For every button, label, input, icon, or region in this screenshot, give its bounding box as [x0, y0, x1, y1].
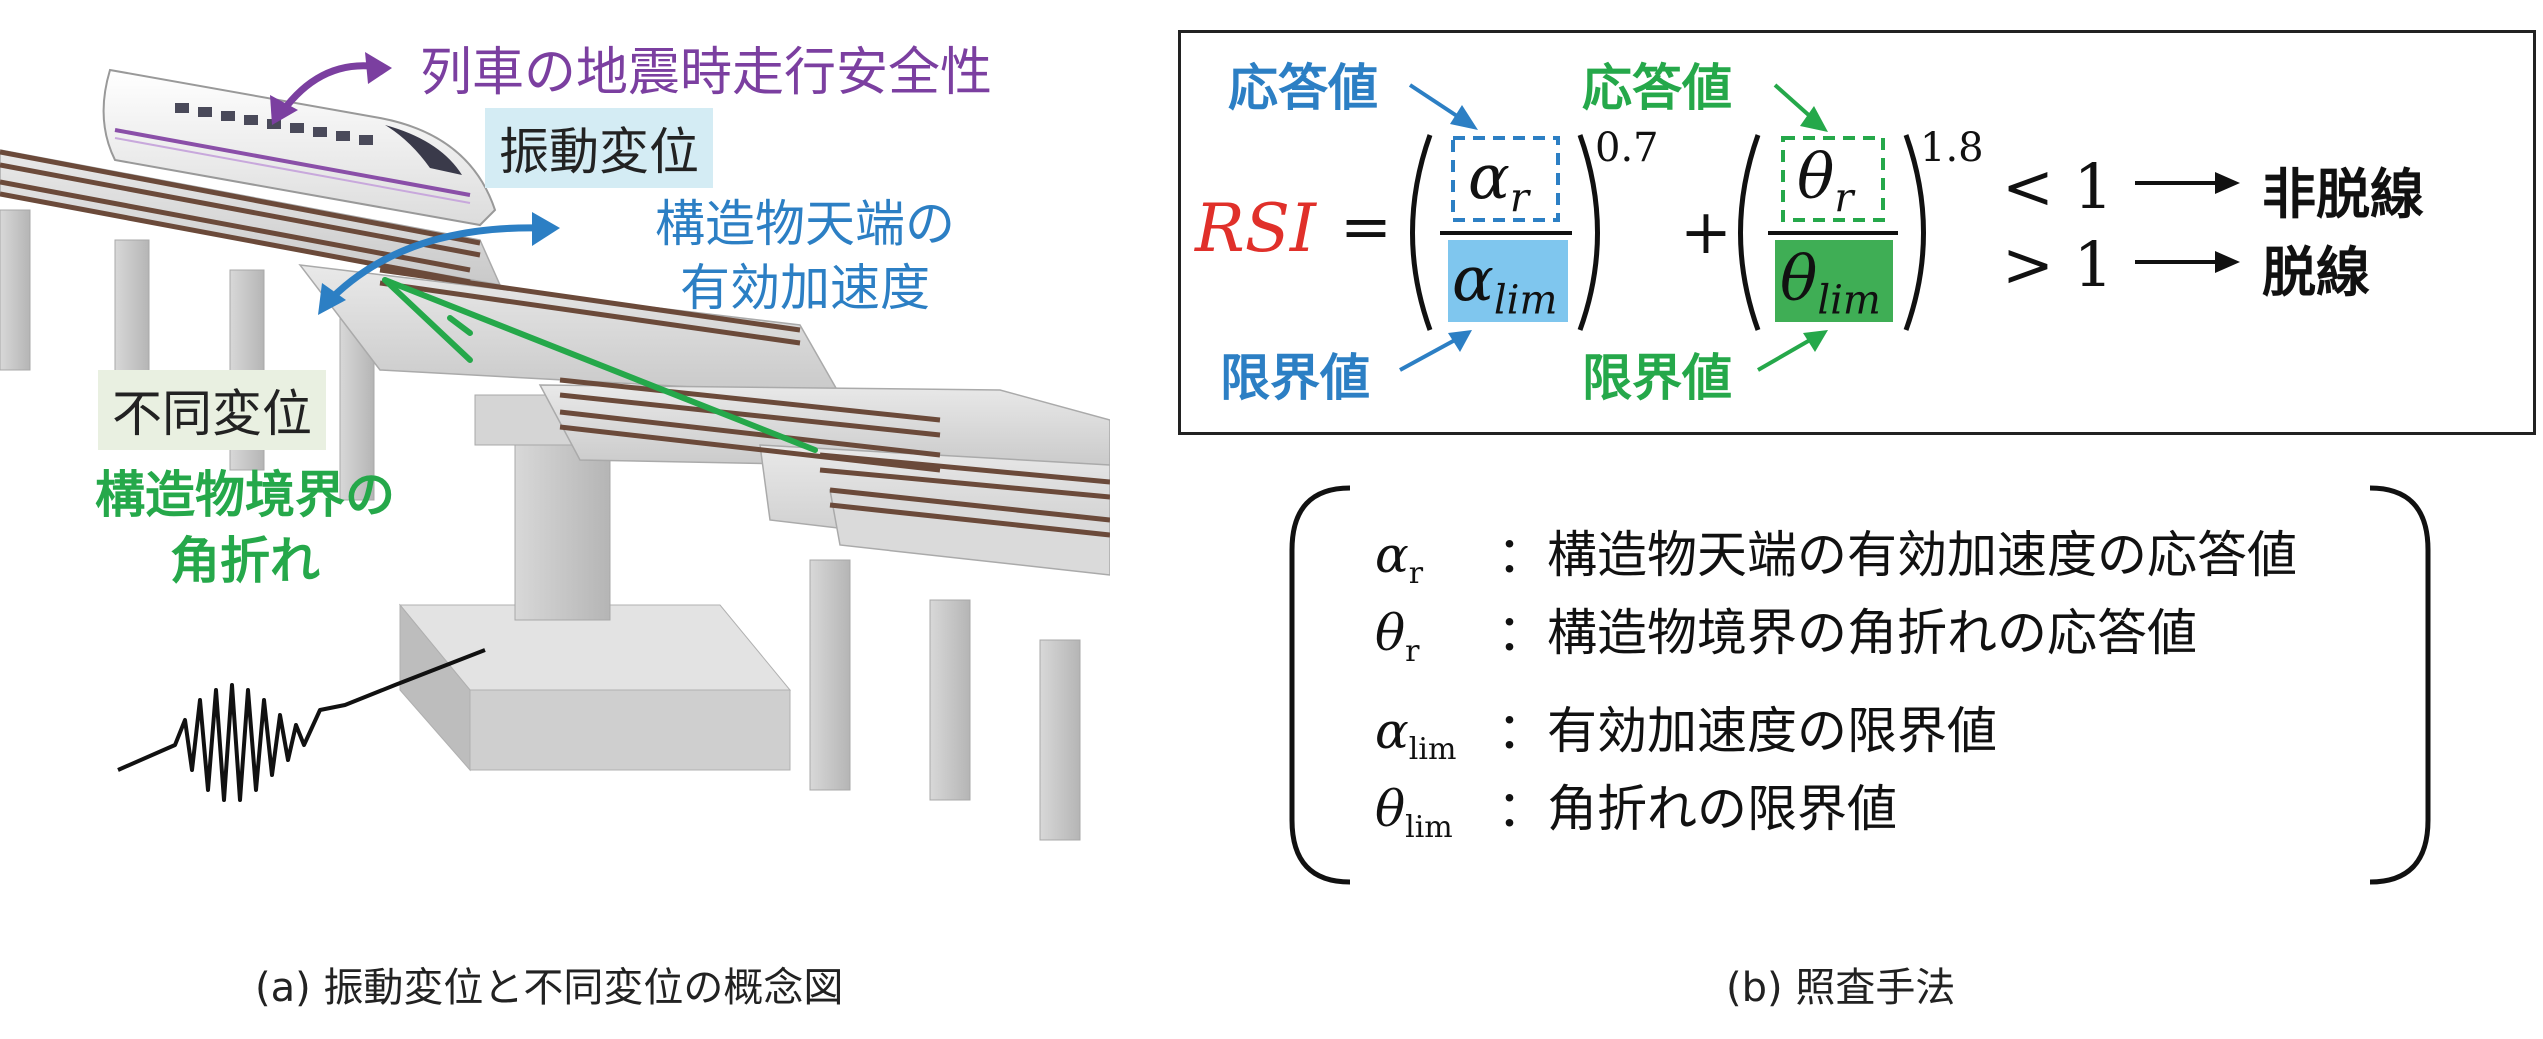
def-symbol: θr	[1375, 604, 1420, 669]
formula-annotations	[1399, 83, 2240, 372]
def-text: ：角折れの限界値	[1497, 780, 1897, 838]
shinkansen-train	[102, 68, 497, 227]
def-text: ：有効加速度の限界値	[1497, 702, 1997, 760]
formula-box	[1178, 30, 2536, 435]
limit-label-green: 限界値	[1582, 349, 1732, 407]
alpha-lim-fill	[1448, 240, 1568, 322]
def-symbol: θlim	[1375, 780, 1453, 845]
definitions-list: αr ：構造物天端の有効加速度の応答値 θr ：構造物境界の角折れの応答値 αlim…	[1375, 515, 2297, 847]
theta-r-dashed-box	[1781, 136, 1885, 222]
caption-a: (a) 振動変位と不同変位の概念図	[255, 965, 844, 1011]
def-symbol: αlim	[1375, 702, 1457, 767]
alpha-lim-term: αlim	[1452, 242, 1557, 323]
alpha-r-sub: r	[1509, 175, 1529, 222]
plus-sign: +	[1680, 195, 1732, 268]
response-label-blue: 応答値	[1228, 59, 1378, 117]
rsi-symbol: RSI	[1195, 190, 1316, 267]
result-derail: 脱線	[2262, 241, 2370, 304]
relative-disp-label: 不同変位	[98, 370, 326, 450]
angle-break-line2: 角折れ	[170, 532, 320, 590]
alpha-r-term: αr	[1468, 140, 1529, 221]
limit-label-blue: 限界値	[1220, 349, 1370, 407]
theta-lim-fill	[1775, 240, 1893, 322]
effective-accel-line2: 有効加速度	[680, 259, 930, 317]
definition-row: θlim ：角折れの限界値	[1375, 769, 2297, 847]
response-label-green: 応答値	[1582, 59, 1732, 117]
alpha-r-sym: α	[1468, 140, 1510, 213]
theta-r-sub: r	[1834, 175, 1854, 222]
def-text: ：構造物天端の有効加速度の応答値	[1497, 526, 2297, 584]
central-pier	[398, 394, 792, 772]
result-no-derail: 非脱線	[2262, 163, 2424, 226]
alpha-r-dashed-box	[1451, 136, 1560, 222]
seismic-safety-label: 列車の地震時走行安全性	[420, 43, 993, 103]
angle-break-line1: 構造物境界の	[95, 466, 395, 524]
condition-greater: > 1	[2002, 228, 2114, 301]
rocking-arrow	[270, 52, 392, 125]
theta-lim-sub: lim	[1817, 277, 1881, 324]
def-text: ：構造物境界の角折れの応答値	[1497, 604, 2197, 662]
equals-sign: =	[1340, 190, 1392, 263]
acceleration-arrow	[318, 212, 560, 315]
condition-less: < 1	[2002, 150, 2114, 223]
effective-accel-label: 構造物天端の 有効加速度	[655, 192, 955, 320]
vibration-disp-label: 振動変位	[485, 108, 713, 188]
definition-row: αlim ：有効加速度の限界値	[1375, 691, 2297, 769]
theta-r-term: θr	[1797, 140, 1853, 221]
caption-b: (b) 照査手法	[1726, 965, 1956, 1011]
theta-lim-term: θlim	[1780, 242, 1881, 323]
def-symbol: αr	[1375, 526, 1424, 591]
viaduct-illustration	[0, 52, 1110, 841]
alpha-lim-sub: lim	[1493, 277, 1558, 324]
theta-lim-sym: θ	[1780, 242, 1818, 315]
definition-row: θr ：構造物境界の角折れの応答値	[1375, 593, 2297, 691]
effective-accel-line1: 構造物天端の	[655, 195, 955, 253]
alpha-lim-sym: α	[1452, 242, 1494, 315]
definitions-bracket	[1289, 485, 2431, 885]
theta-r-sym: θ	[1797, 140, 1835, 213]
exponent-2: 1.8	[1920, 125, 1984, 171]
angle-break-marker	[382, 277, 818, 453]
exponent-1: 0.7	[1595, 125, 1659, 171]
angle-break-label: 構造物境界の 角折れ	[95, 462, 395, 594]
rails	[0, 149, 1110, 538]
seismic-wave	[117, 648, 486, 802]
definition-row: αr ：構造物天端の有効加速度の応答値	[1375, 515, 2297, 593]
